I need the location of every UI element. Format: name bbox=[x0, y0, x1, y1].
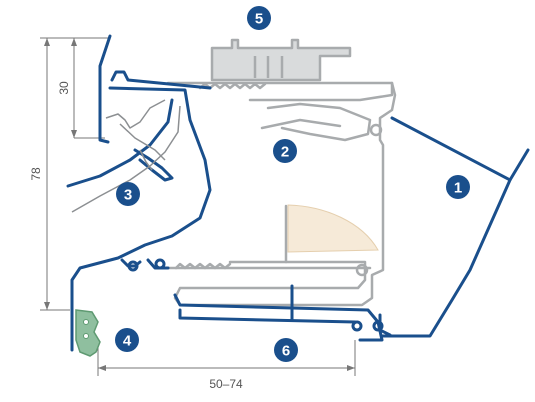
callout-1: 1 bbox=[446, 175, 470, 199]
gray-profile-top bbox=[210, 38, 352, 82]
dim-label-30: 30 bbox=[57, 81, 71, 95]
callout-6: 6 bbox=[274, 338, 298, 362]
green-gasket bbox=[75, 309, 101, 357]
dim-label-78: 78 bbox=[29, 167, 43, 181]
svg-text:5: 5 bbox=[255, 11, 263, 28]
svg-text:6: 6 bbox=[282, 343, 290, 360]
blue-profile-outer bbox=[66, 34, 530, 352]
svg-text:1: 1 bbox=[454, 180, 462, 197]
dimension-arrows bbox=[44, 38, 355, 371]
callout-4: 4 bbox=[115, 328, 139, 352]
svg-text:4: 4 bbox=[123, 333, 132, 350]
gray-seal-lines bbox=[71, 99, 181, 213]
callout-2: 2 bbox=[273, 139, 297, 163]
svg-text:2: 2 bbox=[281, 144, 289, 161]
dim-label-50-74: 50–74 bbox=[209, 377, 243, 391]
gray-profile-main bbox=[158, 81, 397, 307]
thermal-insulation bbox=[287, 204, 379, 253]
svg-text:3: 3 bbox=[124, 187, 132, 204]
callout-3: 3 bbox=[116, 182, 140, 206]
callout-5: 5 bbox=[247, 6, 271, 30]
